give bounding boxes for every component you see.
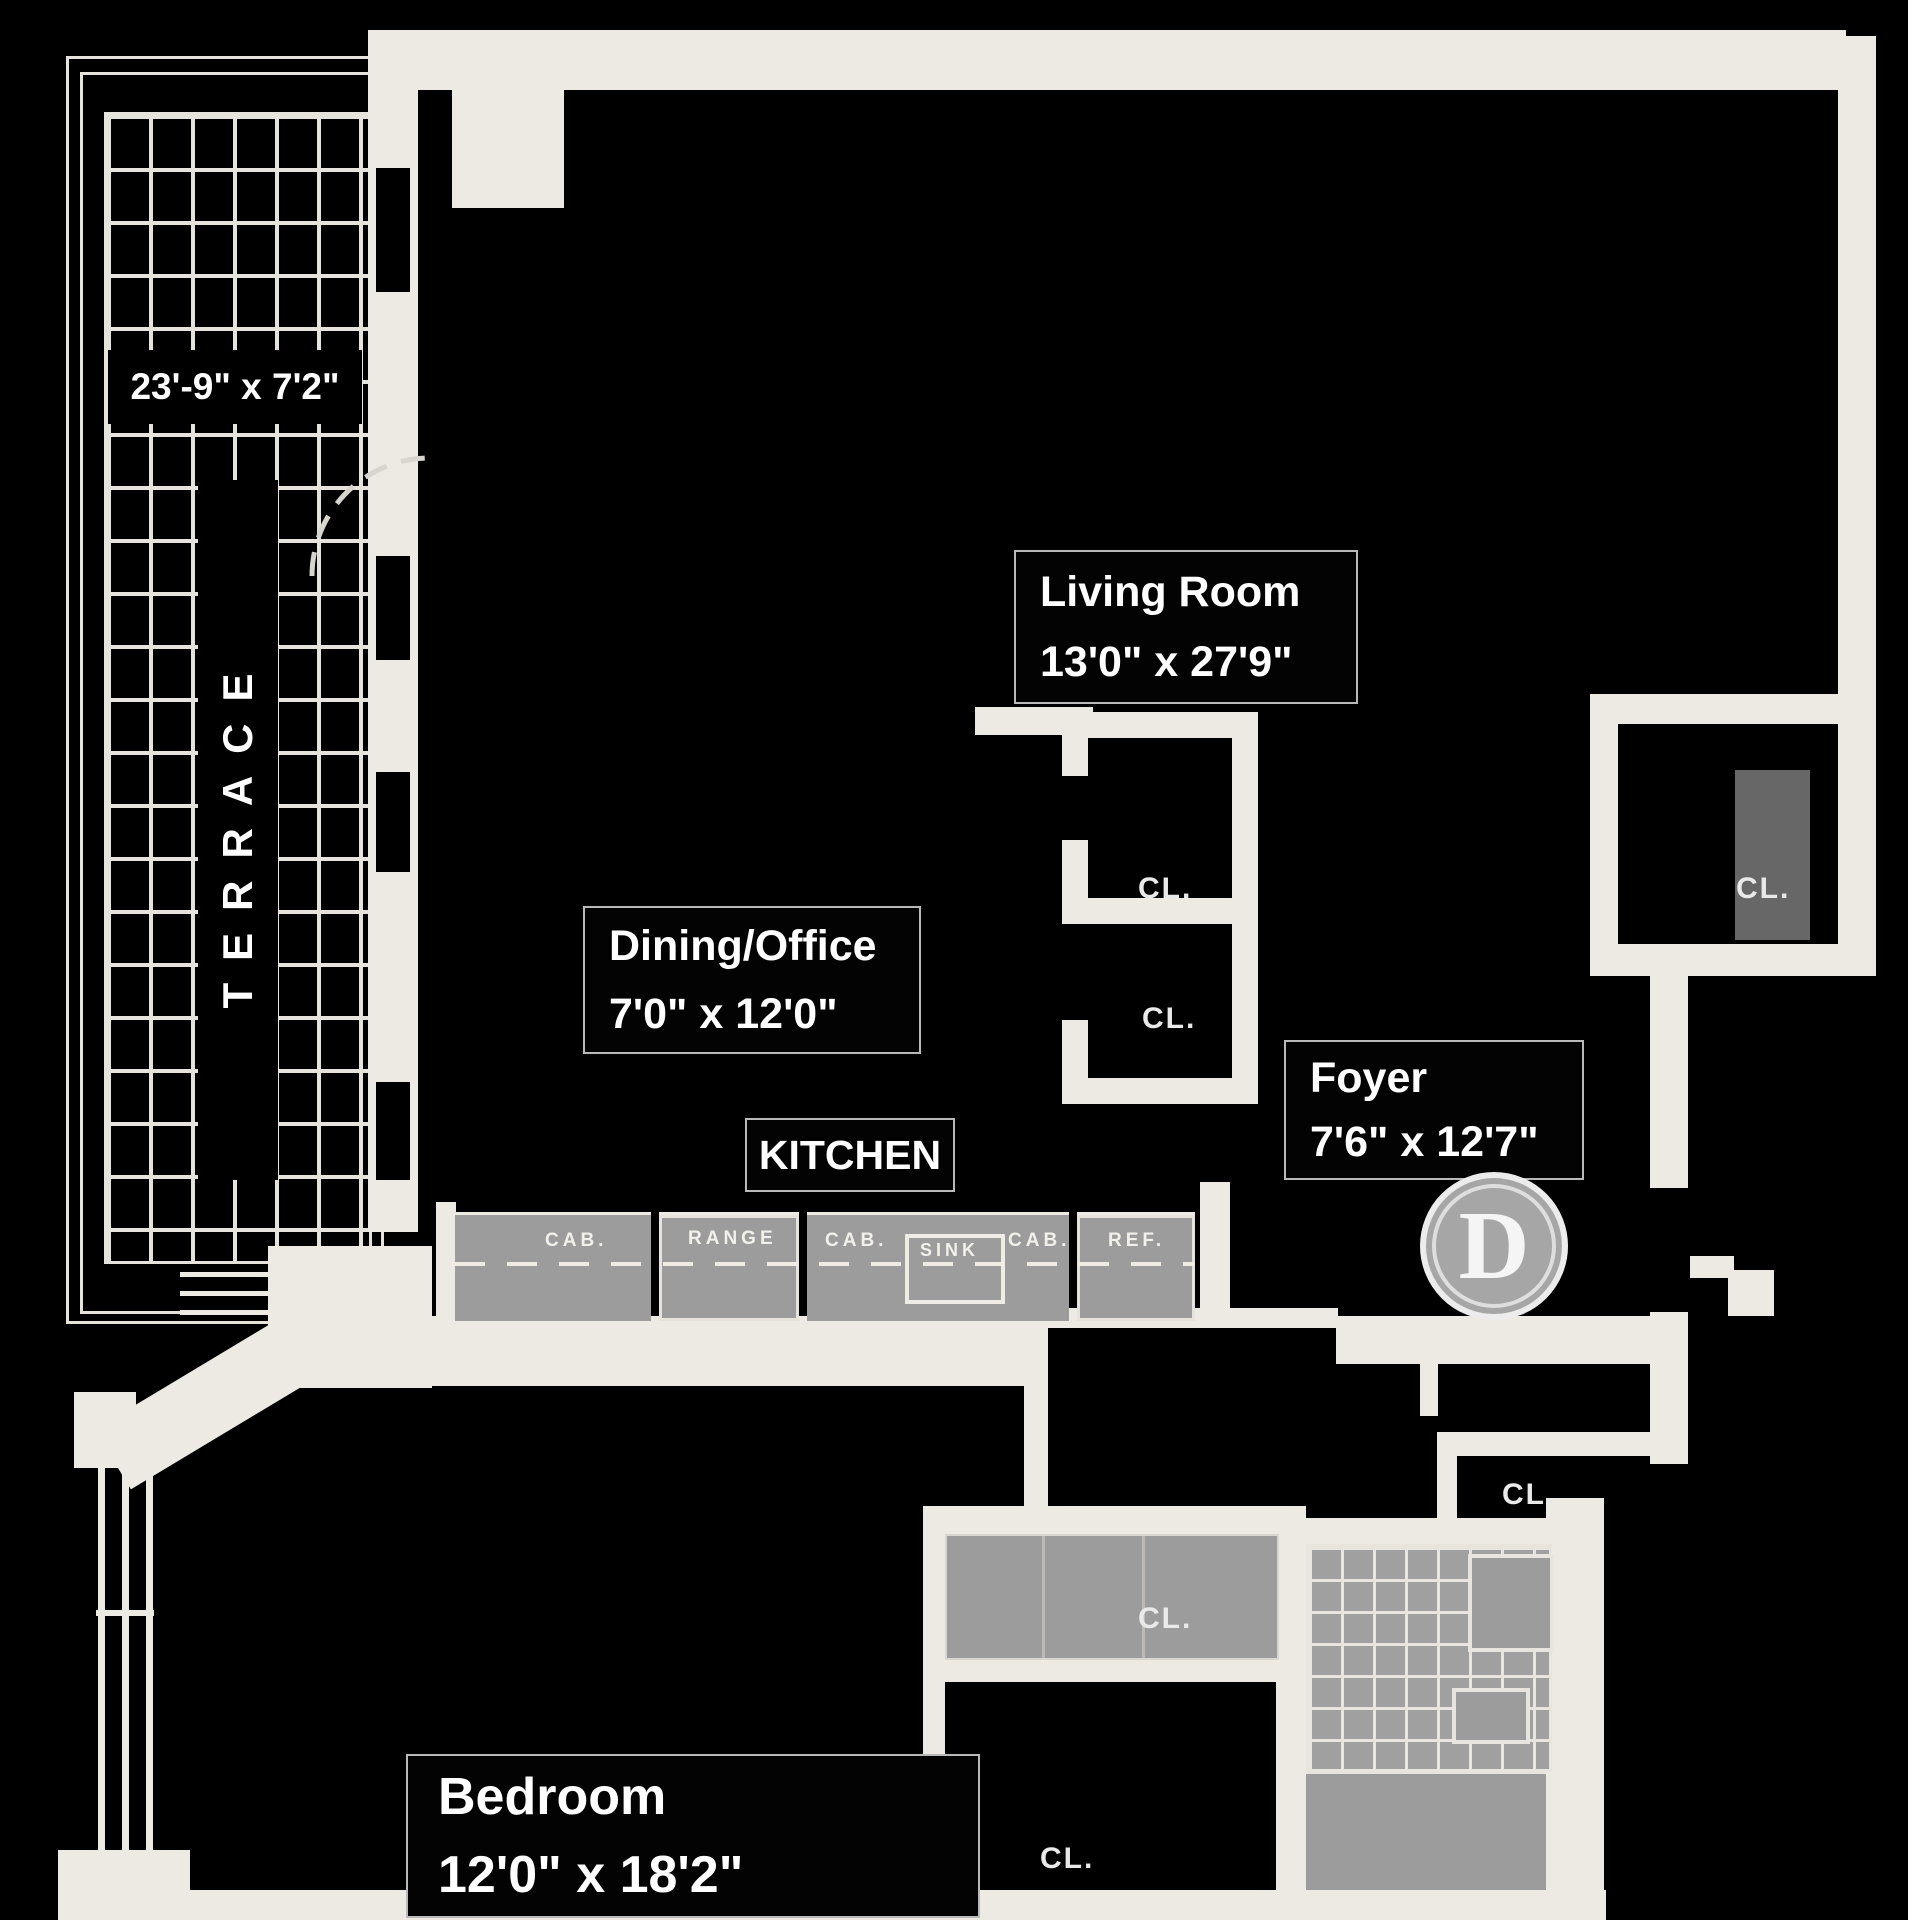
wall-lowcloset-left bbox=[923, 1508, 945, 1754]
wall-foyer-stub bbox=[1420, 1360, 1438, 1416]
unit-marker-letter: D bbox=[1458, 1192, 1530, 1300]
fixture-label-ref: REF. bbox=[1108, 1230, 1166, 1251]
wall-lowcloset-top bbox=[923, 1506, 1305, 1534]
wall-lowcloset-bottom bbox=[923, 1656, 1305, 1682]
bedroom-window-line bbox=[98, 1464, 105, 1896]
closet-label-walkin: CL. bbox=[1138, 1602, 1193, 1635]
wall-midcloset-mid bbox=[1062, 898, 1258, 924]
wall-midcloset-bottom bbox=[1062, 1078, 1258, 1104]
bathroom-tub bbox=[1306, 1770, 1546, 1890]
wall-kitchen-right bbox=[1200, 1182, 1230, 1318]
dining-office-label: Dining/Office 7'0" x 12'0" bbox=[583, 906, 921, 1054]
room-name: KITCHEN bbox=[758, 1131, 942, 1178]
closet-label-topright: CL. bbox=[1736, 872, 1791, 905]
kitchen-refrigerator bbox=[1077, 1212, 1195, 1321]
wall-entry-lower bbox=[1650, 1312, 1688, 1464]
bedroom-window-tick bbox=[96, 1610, 154, 1616]
room-name: Dining/Office bbox=[609, 922, 877, 970]
bedroom-window-line bbox=[146, 1464, 153, 1896]
wall-midcloset-left-a bbox=[1062, 712, 1088, 776]
wall-bedroom-hall bbox=[1024, 1326, 1048, 1532]
wall-bedroom-topleft bbox=[74, 1392, 136, 1468]
wall-midcloset-left-b bbox=[1062, 840, 1088, 924]
wall-closet-bottom bbox=[1590, 944, 1876, 976]
kitchen-counter-cab-1 bbox=[455, 1212, 651, 1321]
closet-label-bottom: CL. bbox=[1040, 1842, 1094, 1876]
wall-bath-right bbox=[1546, 1498, 1604, 1900]
terrace-dimension-text: 23'-9" x 7'2" bbox=[130, 366, 340, 407]
walkin-closet-floor bbox=[945, 1534, 1279, 1660]
kitchen-counter-dashed-line bbox=[455, 1262, 1195, 1266]
room-dimension: 12'0" x 18'2" bbox=[438, 1846, 744, 1904]
terrace-window-slot bbox=[376, 772, 410, 872]
kitchen-sink-outline bbox=[905, 1234, 1005, 1304]
room-dimension: 7'6" x 12'7" bbox=[1310, 1118, 1539, 1166]
room-dimension: 7'0" x 12'0" bbox=[609, 990, 838, 1038]
wall-bath-left bbox=[1276, 1506, 1306, 1896]
wall-midcloset-top bbox=[1062, 712, 1258, 738]
terrace-name-label: TERRACE bbox=[198, 480, 278, 1180]
wall-kitchen-left bbox=[436, 1202, 456, 1324]
bedroom-window-line bbox=[122, 1464, 129, 1896]
terrace-railing-line bbox=[180, 1310, 320, 1315]
bathroom-vanity bbox=[1468, 1554, 1554, 1652]
fixture-label-range: RANGE bbox=[688, 1228, 777, 1249]
unit-marker: D bbox=[1420, 1172, 1568, 1320]
closet-shading bbox=[1735, 770, 1810, 940]
wall-hall-left bbox=[428, 1316, 1032, 1386]
wall-right-upper bbox=[1838, 36, 1876, 962]
wall-foyer-bottom bbox=[1336, 1316, 1654, 1364]
closet-label-entry: CL. bbox=[1502, 1478, 1557, 1511]
bathroom-toilet bbox=[1452, 1688, 1530, 1744]
bedroom-label: Bedroom 12'0" x 18'2" bbox=[406, 1754, 980, 1918]
wall-bath-top bbox=[1306, 1518, 1546, 1544]
terrace-window-slot bbox=[376, 1082, 410, 1180]
wall-closet-top bbox=[1590, 694, 1846, 724]
room-name: Bedroom bbox=[438, 1768, 667, 1826]
foyer-label: Foyer 7'6" x 12'7" bbox=[1284, 1040, 1584, 1180]
wall-entrycloset-left bbox=[1437, 1432, 1457, 1532]
closet-seam bbox=[1142, 1536, 1145, 1658]
fixture-label-cab-1: CAB. bbox=[545, 1230, 608, 1251]
living-room-label: Living Room 13'0" x 27'9" bbox=[1014, 550, 1358, 704]
fixture-label-cab-2: CAB. bbox=[825, 1230, 888, 1251]
terrace-window-slot bbox=[376, 168, 410, 292]
terrace-dimension-label: 23'-9" x 7'2" bbox=[108, 350, 362, 424]
wall-midcloset-left-c bbox=[1062, 1020, 1088, 1104]
fixture-label-sink: SINK bbox=[920, 1240, 980, 1260]
wall-entrycloset-top bbox=[1437, 1432, 1652, 1456]
wall-entry-step bbox=[1690, 1256, 1734, 1278]
closet-label-upper: CL. bbox=[1138, 872, 1193, 905]
wall-closet-left bbox=[1590, 694, 1618, 976]
closet-label-text: CL. bbox=[1040, 1842, 1095, 1875]
kitchen-label: KITCHEN bbox=[745, 1118, 955, 1192]
wall-foyer-right bbox=[1650, 944, 1688, 1188]
kitchen-range bbox=[659, 1212, 799, 1321]
room-name: Living Room bbox=[1040, 568, 1301, 616]
room-name: Foyer bbox=[1310, 1054, 1428, 1102]
wall-entry-landing bbox=[1728, 1270, 1774, 1316]
closet-label-lower: CL. bbox=[1142, 1002, 1197, 1035]
terrace-window-slot bbox=[376, 556, 410, 660]
room-dimension: 13'0" x 27'9" bbox=[1040, 638, 1293, 686]
fixture-label-cab-3: CAB. bbox=[1008, 1230, 1071, 1251]
closet-seam bbox=[1042, 1536, 1045, 1658]
terrace-railing-line bbox=[180, 1291, 320, 1296]
wall-top bbox=[368, 30, 1846, 90]
wall-corner-column bbox=[452, 88, 564, 208]
terrace-railing-line bbox=[180, 1272, 320, 1277]
